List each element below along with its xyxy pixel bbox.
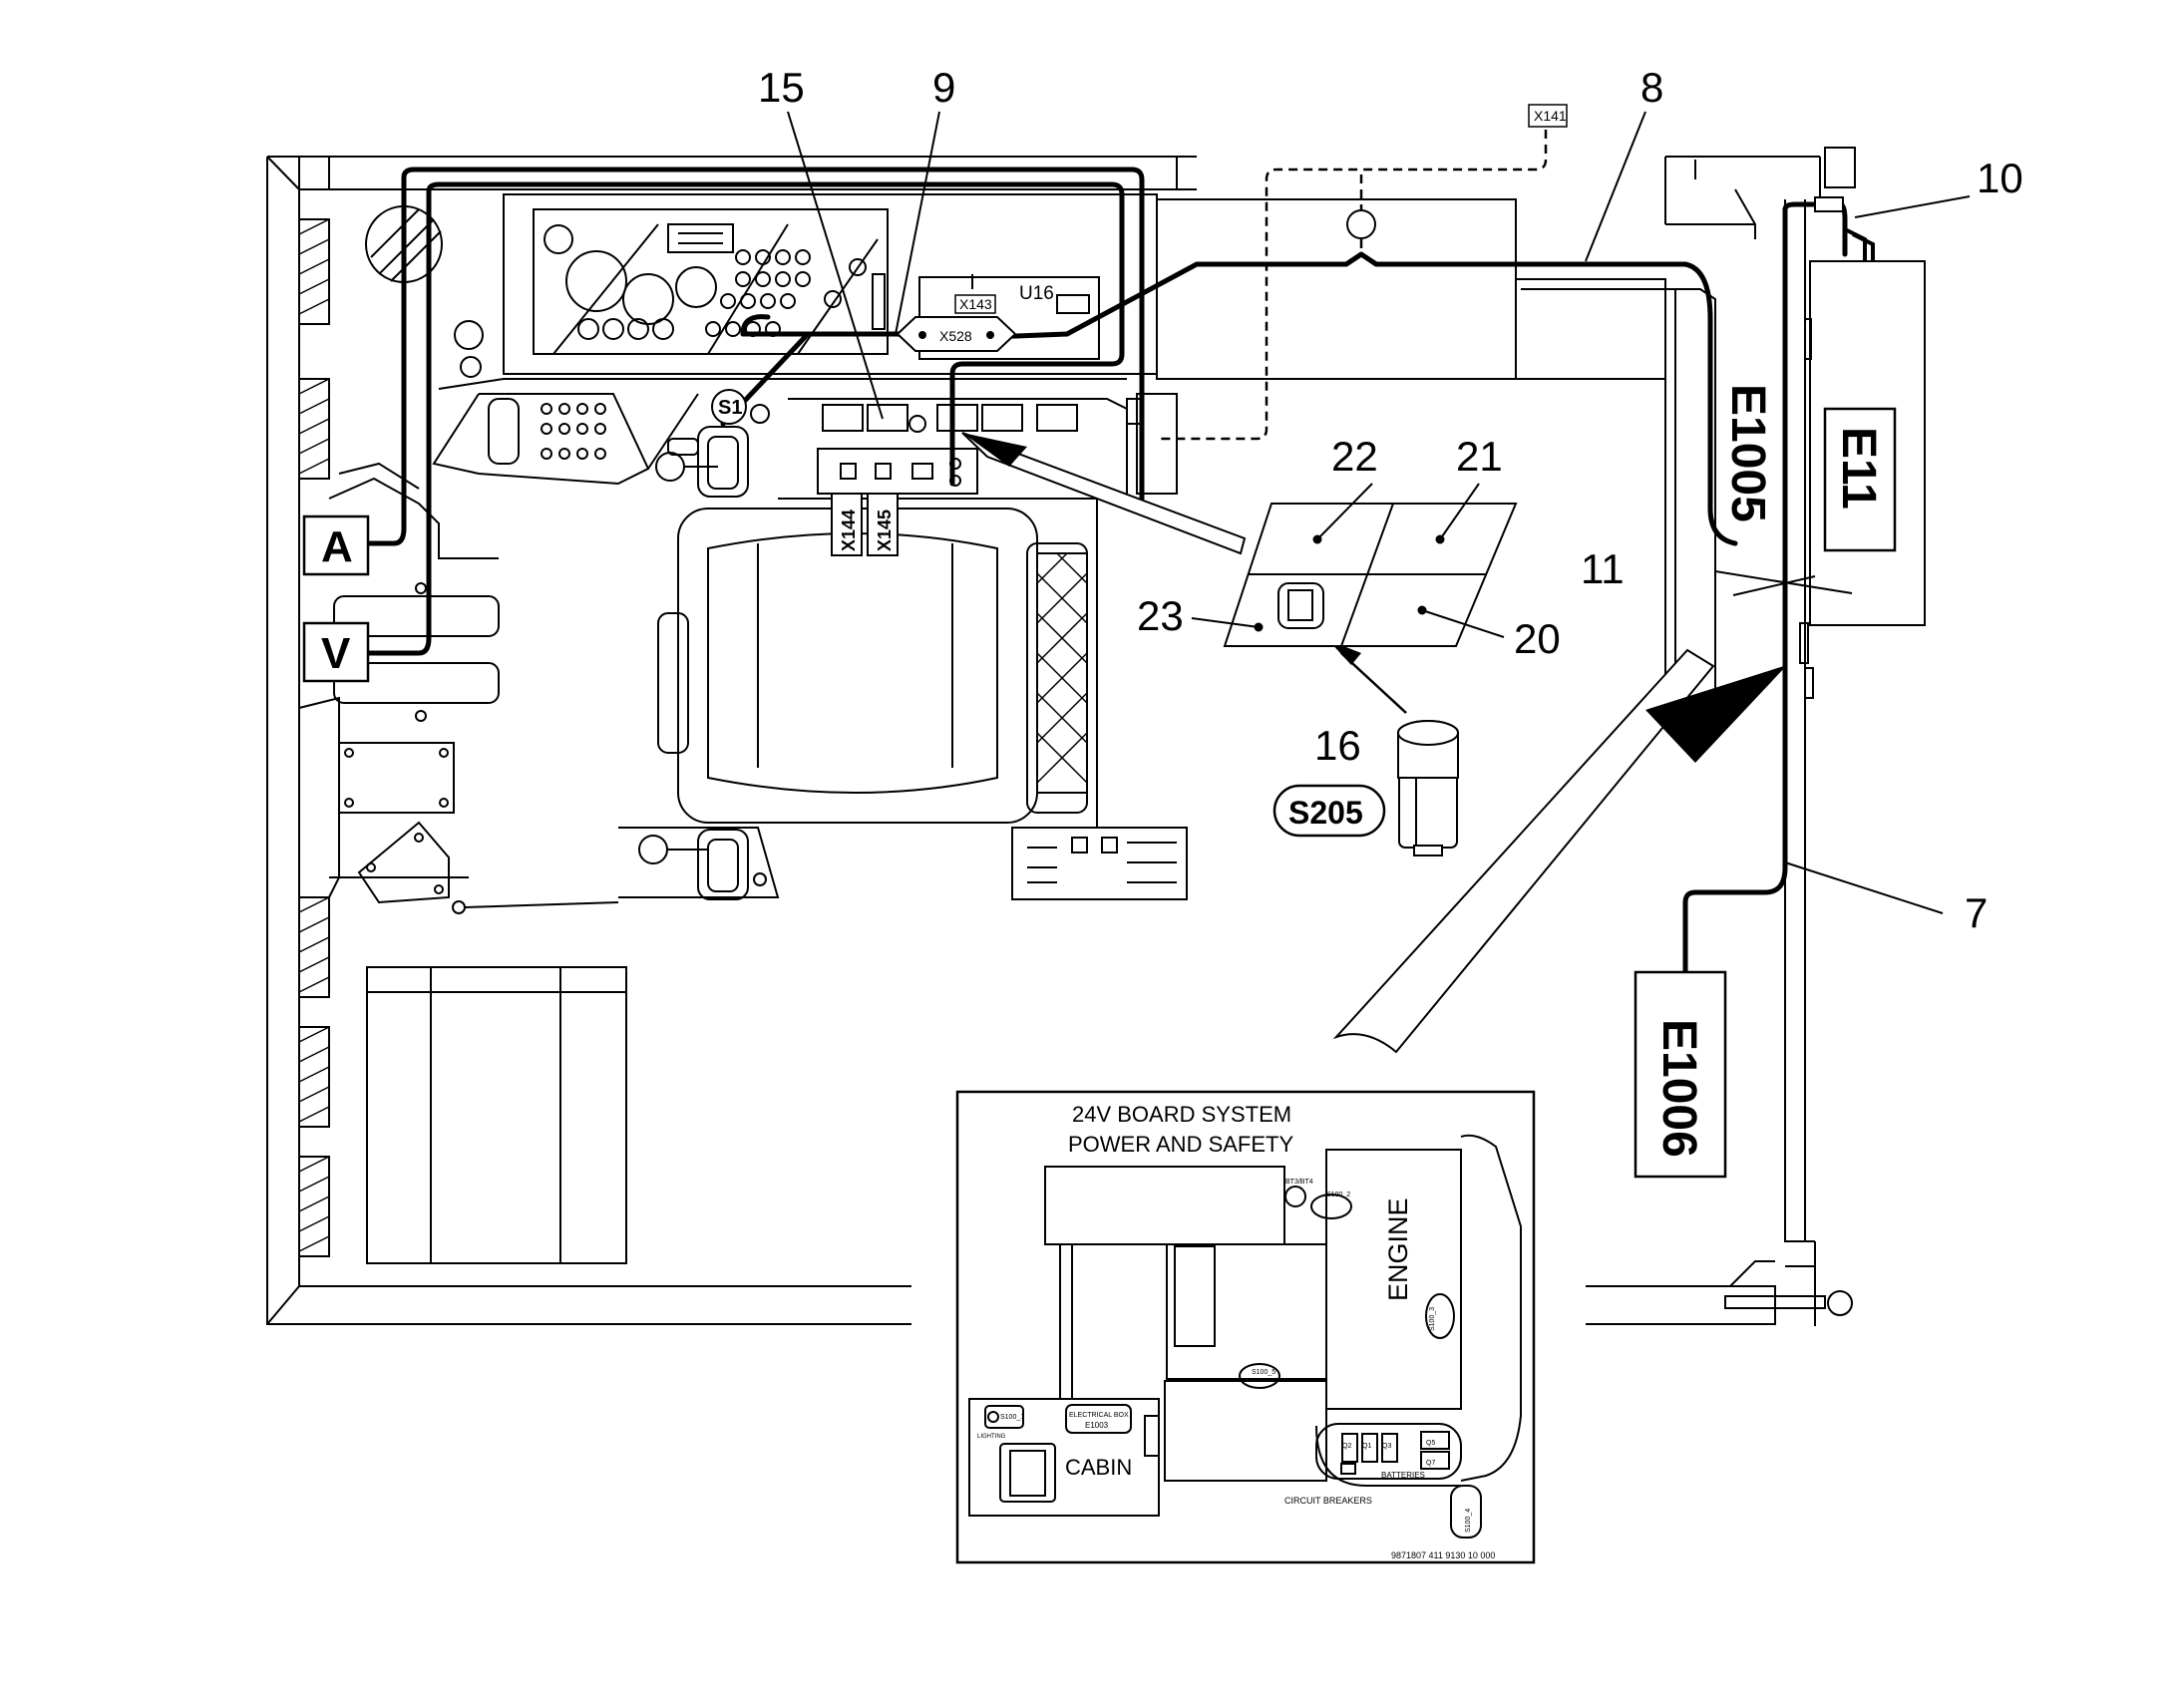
e1005-label: E1005 [1721,384,1774,522]
inset-cabin-label: CABIN [1065,1455,1132,1480]
leader-lines [787,111,1971,914]
inset-q5-label: Q5 [1426,1440,1435,1447]
callout-16: 16 [1314,722,1361,769]
inset-circuit-breakers-label: CIRCUIT BREAKERS [1284,1496,1372,1506]
console-buttons [541,403,606,460]
switch-panel [1223,503,1518,647]
inset-s100-5-label: S100_5 [1252,1369,1275,1376]
s1-label: S1 [718,397,742,419]
x528-connector [896,316,1017,352]
inset-q3-label: Q3 [1382,1443,1391,1450]
instruction-decal [1011,827,1188,900]
callout-8: 8 [1640,64,1663,111]
operator-seat [657,499,1098,828]
x144-label: X144 [839,510,859,551]
inset-s100-3-label: S100_3 [1429,1307,1436,1331]
callout-22: 22 [1331,433,1378,480]
inset-q1-label: Q1 [1362,1443,1371,1450]
v-label: V [321,629,351,678]
x143-label: X143 [959,296,992,312]
inset-engine-label: ENGINE [1383,1197,1413,1301]
inset-electrical-box-label: ELECTRICAL BOX [1069,1412,1129,1419]
a-label-box [302,514,370,576]
callout-9: 9 [932,64,955,111]
left-wall-hatching [266,156,330,1325]
inset-batteries-label: BATTERIES [1381,1471,1425,1480]
harness-lines [366,167,1848,975]
inset-e1003-label: E1003 [1085,1421,1109,1430]
inset-bt3-bt4-label: BT3/BT4 [1285,1179,1313,1186]
inset-24v-board-system: 24V BOARD SYSTEM POWER AND SAFETY ENGINE… [955,1090,1536,1564]
arrow-s205 [1328,640,1407,714]
arrow-large [1332,648,1787,1054]
s205-label-frame [1272,784,1386,838]
corner-knob [365,205,484,378]
inset-q7-label: Q7 [1426,1460,1435,1467]
x145-label-box [867,493,899,556]
v-label-box [302,621,370,683]
callout-20: 20 [1514,615,1561,662]
e11-label-box [1823,407,1897,552]
inset-title-line1: 24V BOARD SYSTEM [1072,1102,1291,1127]
x144-label-box [831,493,863,556]
x143-label-box [954,294,996,314]
e1006-label: E1006 [1652,1019,1705,1158]
callout-7: 7 [1965,889,1988,936]
connector-10 [1814,196,1875,261]
x145-label: X145 [875,510,895,551]
junction-circle [1346,209,1376,239]
x141-label: X141 [1534,108,1567,124]
inset-s100-4-label: S100_4 [1465,1509,1472,1533]
s205-label: S205 [1288,795,1363,831]
floor-mat [366,966,627,1264]
inset-title-line2: POWER AND SAFETY [1068,1132,1293,1157]
dashboard-buttons [705,249,867,337]
callout-15: 15 [758,64,805,111]
cabin-outline [266,147,1856,1326]
joystick-lower [618,827,780,900]
s1-label-circle [711,389,747,425]
x141-label-box [1528,104,1568,128]
callout-11: 11 [1581,545,1625,592]
callout-23: 23 [1137,592,1184,639]
callout-21: 21 [1456,433,1503,480]
inset-footer: 9871807 411 9130 10 000 [1391,1550,1495,1560]
right-cabinet [1521,260,1926,699]
a-label: A [321,522,353,571]
inset-s100-1-label: S100_1 [1000,1414,1024,1421]
inset-s100-2-label: S100_2 [1326,1192,1350,1198]
front-dashboard [503,193,1666,380]
inset-q2-label: Q2 [1342,1443,1351,1450]
joystick-upper [655,426,749,498]
s1-switch [750,404,770,424]
inset-lighting-label: LIGHTING [977,1434,1006,1440]
side-console [432,378,1178,500]
callout-10: 10 [1977,155,2023,201]
u16-label: U16 [1019,283,1054,304]
e1006-label-box [1634,970,1727,1179]
e11-label: E11 [1832,427,1885,510]
x528-label: X528 [939,328,972,344]
x141-dashed-harness [1157,130,1548,441]
arrow-to-panel [961,432,1247,555]
s205-switch-part [1397,720,1459,856]
